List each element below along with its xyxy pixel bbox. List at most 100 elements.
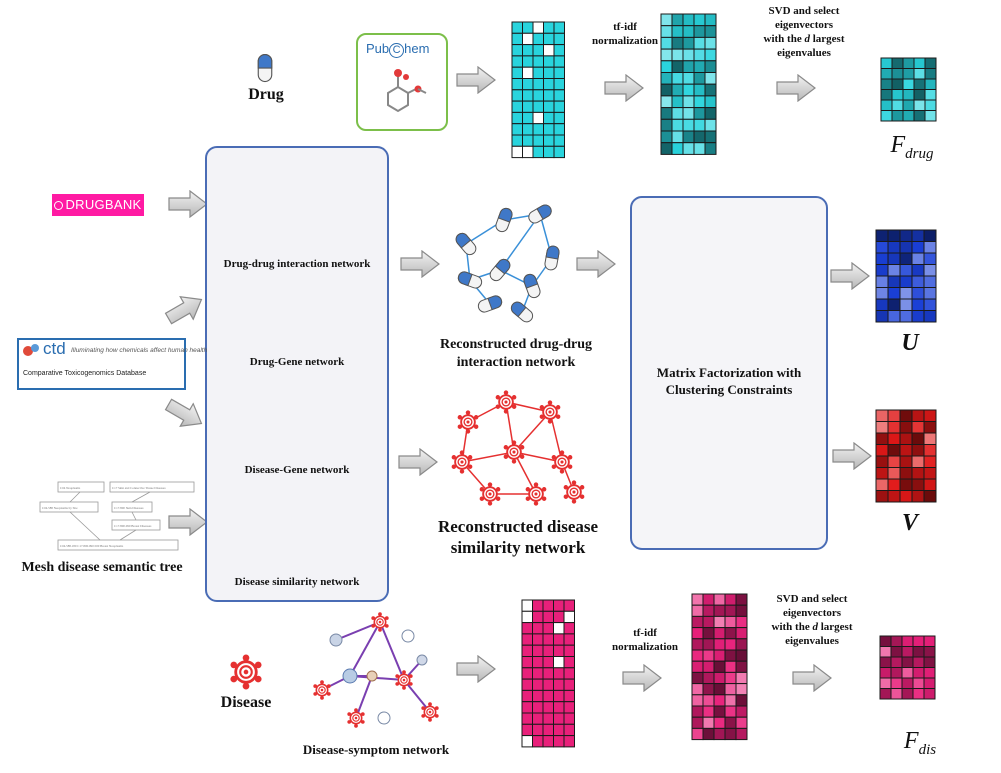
drug-tfidf-matrix-cell (693, 13, 706, 27)
f-drug-matrix-cell (902, 99, 915, 111)
disease-binary-matrix-cell (521, 735, 533, 748)
disease-binary-matrix-cell (553, 701, 565, 714)
disease-binary-matrix-cell (553, 735, 565, 748)
disease-binary-matrix-cell (542, 678, 554, 691)
u-matrix-cell (923, 252, 937, 265)
u-matrix-cell (875, 287, 889, 300)
disease-tfidf-matrix-cell (691, 727, 704, 741)
disease-binary-matrix-cell (542, 667, 554, 680)
disease-binary-matrix-cell (553, 667, 565, 680)
drug-tfidf-matrix-cell (660, 83, 673, 97)
drug-tfidf-matrix-cell (660, 130, 673, 144)
drug-binary-matrix-cell (543, 66, 555, 79)
drug-tfidf-matrix-cell (682, 36, 695, 50)
disease-binary-matrix-cell (521, 667, 533, 680)
v-matrix-cell (899, 432, 913, 445)
f-drug-matrix-cell (924, 99, 937, 111)
mesh-tree-graphic (39, 481, 195, 551)
drug-binary-matrix-cell (522, 111, 534, 125)
f-drug-matrix-cell (880, 57, 893, 69)
f-dis-matrix-cell (879, 635, 892, 647)
disease-tfidf-matrix-cell (724, 627, 737, 640)
drug-binary-matrix-cell (511, 21, 523, 34)
disease-tfidf-matrix-cell (724, 727, 737, 741)
ddi-network-label: Drug-drug interaction network (223, 258, 371, 270)
drug-tfidf-matrix-cell (660, 95, 673, 109)
v-matrix-cell (875, 409, 889, 422)
svg-text:C04.588.180 C17.800.090.500 Br: C04.588.180 C17.800.090.500 Breast Neopl… (60, 544, 124, 548)
f-drug-matrix-cell (880, 68, 893, 80)
disease-binary-matrix-cell (553, 712, 565, 725)
v-matrix-cell (899, 467, 913, 480)
disease-binary-matrix-cell (532, 689, 544, 703)
disease-tfidf-matrix-cell (735, 649, 748, 662)
drug-binary-matrix-cell (511, 111, 523, 125)
drug-binary-matrix-cell (511, 32, 523, 46)
v-matrix-cell (923, 490, 937, 503)
disease-binary-matrix-cell (563, 678, 575, 691)
disease-binary-matrix-cell (532, 678, 544, 691)
drug-tfidf-matrix-cell (671, 118, 684, 132)
drug-tfidf-matrix-cell (660, 142, 673, 155)
v-matrix-cell (887, 490, 901, 503)
drug-tfidf-matrix-cell (671, 107, 684, 120)
f-dis-matrix-cell (901, 656, 914, 668)
disease-similarity-network-label: Disease similarity network (234, 576, 360, 588)
v-matrix-cell (875, 432, 889, 445)
drug-tfidf-matrix-cell (704, 48, 717, 62)
disease-tfidf-matrix-cell (713, 694, 726, 707)
f-drug-matrix-cell (891, 89, 904, 101)
disease-tfidf-matrix-cell (691, 705, 704, 718)
drug-tfidf-matrix (660, 13, 717, 155)
drug-binary-matrix-cell (522, 100, 534, 113)
drug-tfidf-matrix-cell (682, 130, 695, 144)
svg-text:C04 Neoplasms: C04 Neoplasms (60, 486, 81, 490)
drug-binary-matrix-cell (511, 55, 523, 68)
drug-binary-matrix-cell (532, 78, 544, 91)
disease-tfidf-matrix-cell (735, 638, 748, 651)
drug-binary-matrix-cell (553, 44, 565, 57)
drug-binary-matrix-cell (543, 134, 555, 147)
drug-binary-matrix-cell (543, 78, 555, 91)
disease-binary-matrix-cell (521, 678, 533, 691)
source-networks-panel (205, 146, 389, 602)
u-matrix-cell (875, 275, 889, 288)
f-drug-matrix-cell (891, 57, 904, 69)
v-matrix-cell (875, 467, 889, 480)
f-drug-matrix-cell (891, 99, 904, 111)
u-matrix-cell (887, 275, 901, 288)
f-dis-matrix-cell (879, 656, 892, 668)
disease-binary-matrix-cell (542, 689, 554, 703)
u-matrix-cell (899, 241, 913, 254)
u-matrix-cell (899, 252, 913, 265)
drug-tfidf-matrix-cell (682, 107, 695, 120)
f-drug-matrix-cell (902, 57, 915, 69)
u-matrix-cell (899, 310, 913, 323)
disease-tfidf-matrix-cell (735, 705, 748, 718)
v-matrix-cell (923, 409, 937, 422)
f-drug-matrix-cell (924, 78, 937, 90)
disease-binary-matrix-cell (542, 656, 554, 669)
f-dis-matrix (879, 635, 936, 700)
disease-tfidf-matrix-cell (735, 593, 748, 606)
u-matrix-cell (875, 264, 889, 277)
disease-tfidf-matrix-cell (702, 593, 715, 606)
disease-binary-matrix-cell (532, 610, 544, 624)
drug-tfidf-matrix-cell (704, 72, 717, 85)
drug-binary-matrix-cell (532, 145, 544, 159)
drug-binary-matrix-cell (532, 89, 544, 102)
f-drug-matrix-cell (924, 110, 937, 122)
drug-binary-matrix-cell (543, 32, 555, 46)
disease-binary-matrix-cell (553, 656, 565, 669)
disease-binary-matrix-cell (563, 656, 575, 669)
drug-binary-matrix (511, 21, 565, 159)
drug-tfidf-matrix-cell (671, 83, 684, 97)
disease-binary-matrix-cell (521, 599, 533, 612)
drug-tfidf-matrix-cell (671, 130, 684, 144)
disease-binary-matrix-cell (532, 735, 544, 748)
f-drug-matrix-cell (880, 78, 893, 90)
v-label: V (901, 510, 918, 536)
